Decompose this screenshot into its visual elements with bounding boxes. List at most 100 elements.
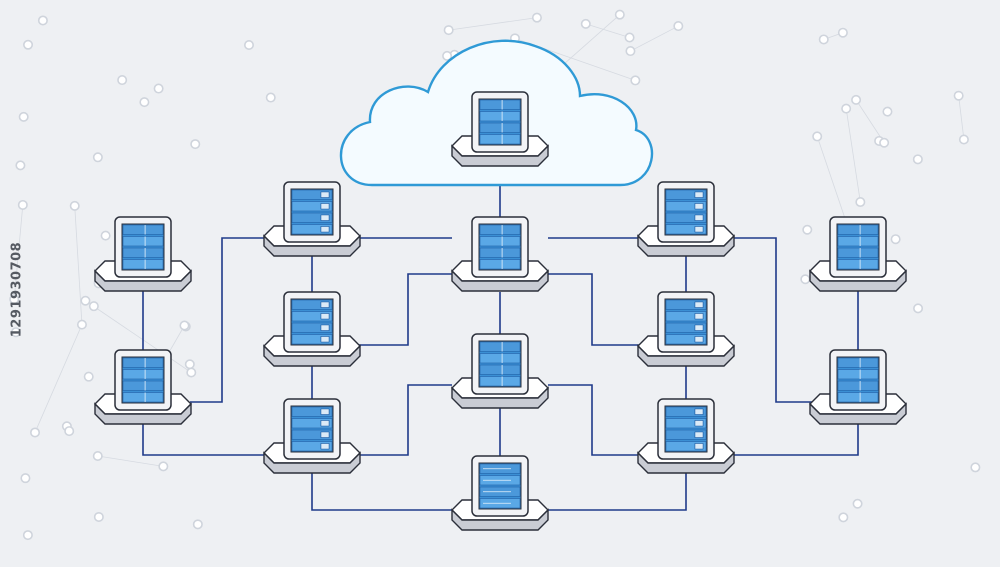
bg-network-line [585, 23, 630, 38]
rack-unit [291, 418, 333, 429]
rack-slot [694, 420, 704, 427]
bg-dot [851, 94, 862, 105]
platform-side [263, 451, 361, 474]
rack-unit [122, 247, 164, 258]
rack-slot [320, 301, 330, 308]
server-node-n4 [263, 291, 361, 367]
rack-unit [291, 299, 333, 310]
bg-dot [190, 139, 201, 150]
bg-dot [18, 111, 29, 122]
bg-dot [92, 152, 103, 163]
bg-network-line [855, 99, 885, 143]
server-node-n7 [451, 333, 549, 409]
bg-dot [30, 427, 41, 438]
bg-dot [913, 303, 924, 314]
rack-unit [122, 380, 164, 391]
rack-unit [837, 247, 879, 258]
rack-unit [291, 224, 333, 235]
rack-slot [320, 336, 330, 343]
platform-side [451, 269, 549, 292]
rack-unit [665, 201, 707, 212]
bg-dot [100, 230, 111, 241]
network-link [548, 470, 687, 511]
rack-unit [479, 224, 521, 235]
bg-dot [83, 371, 94, 382]
network-link [358, 384, 452, 456]
bg-dot [624, 32, 635, 43]
bg-dot [69, 200, 80, 211]
platform-side [637, 234, 735, 257]
network-link [190, 237, 265, 403]
network-link [142, 418, 265, 456]
rack-unit [479, 341, 521, 352]
network-link [358, 273, 452, 346]
rack-unit [479, 364, 521, 375]
server-node-n5 [263, 398, 361, 474]
server-node-n2 [94, 349, 192, 425]
bg-network-line [448, 17, 538, 31]
platform-side [451, 386, 549, 409]
bg-dot [802, 224, 813, 235]
rack-unit [665, 441, 707, 452]
rack-unit [479, 134, 521, 145]
server-node-n6 [451, 216, 549, 292]
bg-dot [243, 40, 254, 51]
platform-side [263, 234, 361, 257]
server-node-cloud-core [451, 91, 549, 167]
bg-dot [179, 320, 190, 331]
rack-unit [665, 189, 707, 200]
bg-dot [953, 90, 964, 101]
rack-unit [837, 259, 879, 270]
bg-dot [17, 199, 28, 210]
server-node-n3 [263, 181, 361, 257]
bg-dot [852, 498, 863, 509]
rack-slot [320, 313, 330, 320]
bg-dot [970, 462, 981, 473]
rack-unit [479, 122, 521, 133]
rack-slot [694, 191, 704, 198]
rack-slot [694, 313, 704, 320]
rack-slot [694, 226, 704, 233]
rack-slot [694, 336, 704, 343]
rack-slot [320, 214, 330, 221]
network-link [732, 237, 812, 403]
server-node-n8 [451, 455, 549, 531]
bg-dot [531, 12, 542, 23]
rack-unit [665, 212, 707, 223]
bg-dot [882, 106, 893, 117]
rack-unit [291, 334, 333, 345]
rack-slot [694, 203, 704, 210]
network-link [311, 470, 452, 511]
server-node-n11 [637, 398, 735, 474]
bg-dot [800, 274, 811, 285]
bg-dot [443, 25, 454, 36]
bg-dot [812, 131, 823, 142]
rack-slot [320, 203, 330, 210]
rack-unit [122, 369, 164, 380]
bg-dot [265, 92, 276, 103]
rack-unit [479, 111, 521, 122]
rack-slot [320, 324, 330, 331]
rack-unit [122, 392, 164, 403]
rack-unit [665, 418, 707, 429]
bg-dot [92, 450, 103, 461]
bg-dot [88, 301, 99, 312]
bg-dot [855, 197, 866, 208]
rack-unit [479, 236, 521, 247]
rack-unit [665, 299, 707, 310]
rack-unit [665, 406, 707, 417]
rack-unit [122, 357, 164, 368]
bg-dot [879, 137, 890, 148]
rack-slot [320, 226, 330, 233]
bg-network-line [845, 108, 861, 203]
bg-dot [625, 46, 636, 57]
bg-dot [20, 473, 31, 484]
bg-dot [890, 234, 901, 245]
rack-unit [122, 224, 164, 235]
rack-slot [694, 443, 704, 450]
bg-dot [673, 21, 684, 32]
bg-dot [580, 18, 591, 29]
bg-network-line [630, 25, 679, 52]
